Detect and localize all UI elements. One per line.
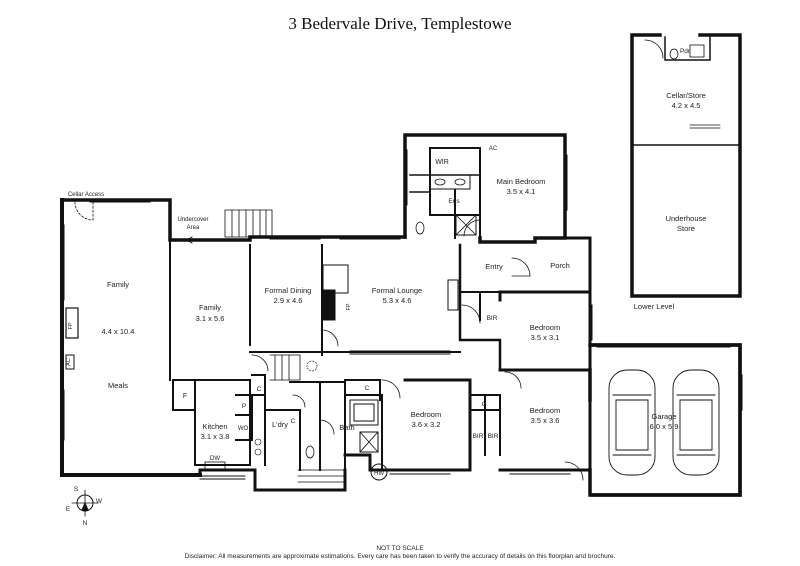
shower-bath <box>359 431 379 453</box>
wall-bath <box>344 394 383 471</box>
label-wo: WO <box>238 426 249 432</box>
label-wir: WIR <box>435 159 449 166</box>
label-ac-left: AC <box>66 358 72 366</box>
label-bedroom-a: Bedroom <box>530 323 560 332</box>
label-kitchen-dim: 3.1 x 3.8 <box>201 432 230 441</box>
wall-pdr <box>664 36 711 61</box>
wall-cellar <box>630 33 742 298</box>
stairs-hall <box>269 354 301 381</box>
pdr-vanity <box>689 44 705 58</box>
label-bath: Bath <box>339 423 354 432</box>
not-to-scale: NOT TO SCALE <box>376 545 424 552</box>
wall-bedroom-b <box>343 378 472 472</box>
label-lower-level: Lower Level <box>634 302 675 311</box>
label-bir-a: BIR <box>487 315 498 322</box>
wall-bir <box>469 394 501 456</box>
toilet-bath <box>305 445 315 459</box>
vanity-ens <box>429 174 471 190</box>
label-family-left-dim: 4.4 x 10.4 <box>102 327 135 336</box>
label-bedroom-a-dim: 3.5 x 3.1 <box>531 333 560 342</box>
compass-e: E <box>66 506 71 513</box>
compass-n: N <box>83 520 88 527</box>
label-cellar-store-dim: 4.2 x 4.5 <box>672 101 701 110</box>
label-ldry: L'dry <box>272 420 288 429</box>
wall-family-top <box>60 198 407 242</box>
hw-unit <box>370 463 388 481</box>
label-entry: Entry <box>485 262 503 271</box>
label-c-bath: C <box>365 385 370 392</box>
compass-icon <box>71 489 99 517</box>
label-undercover-1: Undercover <box>177 217 208 223</box>
label-kitchen: Kitchen <box>202 422 227 431</box>
toilet-ens <box>415 221 425 235</box>
label-hw: HW <box>374 471 384 477</box>
label-f: F <box>183 393 187 400</box>
label-ens: Ens <box>448 198 460 205</box>
label-main-bedroom-dim: 3.5 x 4.1 <box>507 187 536 196</box>
label-bedroom-c: Bedroom <box>530 406 560 415</box>
label-fp-left: FP <box>68 322 74 329</box>
label-bir-c: BIR <box>488 433 499 440</box>
label-undercover-2: Area <box>187 225 200 231</box>
label-dw: DW <box>210 456 220 462</box>
label-formal-dining-dim: 2.9 x 4.6 <box>274 296 303 305</box>
label-family-mid-dim: 3.1 x 5.6 <box>196 314 225 323</box>
label-underhouse-1: Underhouse <box>666 214 707 223</box>
car-right <box>672 369 720 476</box>
label-p: P <box>242 403 246 410</box>
wall-family-outer <box>60 198 202 477</box>
wall-hall-bath <box>289 379 381 471</box>
label-cellar-access: Cellar Access <box>68 192 104 198</box>
label-family-left: Family <box>107 280 129 289</box>
cellar-step <box>689 124 721 129</box>
plan-title: 3 Bedervale Drive, Templestowe <box>288 14 512 33</box>
label-bir-b: BIR <box>473 433 484 440</box>
sink-kitchen <box>204 461 226 471</box>
wall-garage <box>590 343 742 497</box>
wall-bottom-left <box>198 468 347 492</box>
bathtub <box>349 399 379 426</box>
label-c-laundry: C <box>257 386 262 393</box>
label-ac-main: AC <box>489 146 498 152</box>
lounge-unit <box>447 279 459 311</box>
shower-ens <box>455 214 477 236</box>
label-c-bir: C <box>482 401 487 408</box>
label-pdr: Pdr <box>680 48 691 55</box>
label-porch: Porch <box>550 261 570 270</box>
label-underhouse-2: Store <box>677 224 695 233</box>
wall-kitchen <box>194 379 251 466</box>
label-main-bedroom: Main Bedroom <box>497 177 546 186</box>
label-formal-lounge-dim: 5.3 x 4.6 <box>383 296 412 305</box>
door-swings <box>74 201 584 481</box>
fireplace-left <box>65 307 79 339</box>
label-c-hall: C <box>291 418 296 425</box>
car-left <box>608 369 656 476</box>
label-cellar-store: Cellar/Store <box>666 91 706 100</box>
disclaimer: Disclaimer: All measurements are approxi… <box>184 553 616 560</box>
label-meals: Meals <box>108 381 128 390</box>
label-formal-lounge: Formal Lounge <box>372 286 422 295</box>
label-garage-dim: 6.0 x 5.9 <box>650 422 679 431</box>
label-bedroom-b: Bedroom <box>411 410 441 419</box>
label-bedroom-c-dim: 3.5 x 3.6 <box>531 416 560 425</box>
label-family-mid: Family <box>199 303 221 312</box>
wall-entry <box>459 244 501 321</box>
wall-laundry <box>235 374 301 466</box>
stairs-rear <box>297 469 346 483</box>
ac-unit-left <box>65 354 75 370</box>
undercover-arrow <box>186 236 211 244</box>
stairs-undercover <box>224 209 273 238</box>
label-garage: Garage <box>651 412 676 421</box>
label-formal-dining: Formal Dining <box>265 286 312 295</box>
label-fp-lounge: FP <box>346 303 352 310</box>
label-bedroom-b-dim: 3.6 x 3.2 <box>412 420 441 429</box>
compass-s: S <box>74 486 79 493</box>
wall-fridge <box>172 379 196 411</box>
lounge-hearth <box>322 264 349 294</box>
wall-main-bedroom-outer <box>403 133 567 244</box>
wall-bedroom-c <box>498 368 592 472</box>
fireplace-lounge <box>322 289 336 321</box>
compass-w: W <box>96 498 103 505</box>
